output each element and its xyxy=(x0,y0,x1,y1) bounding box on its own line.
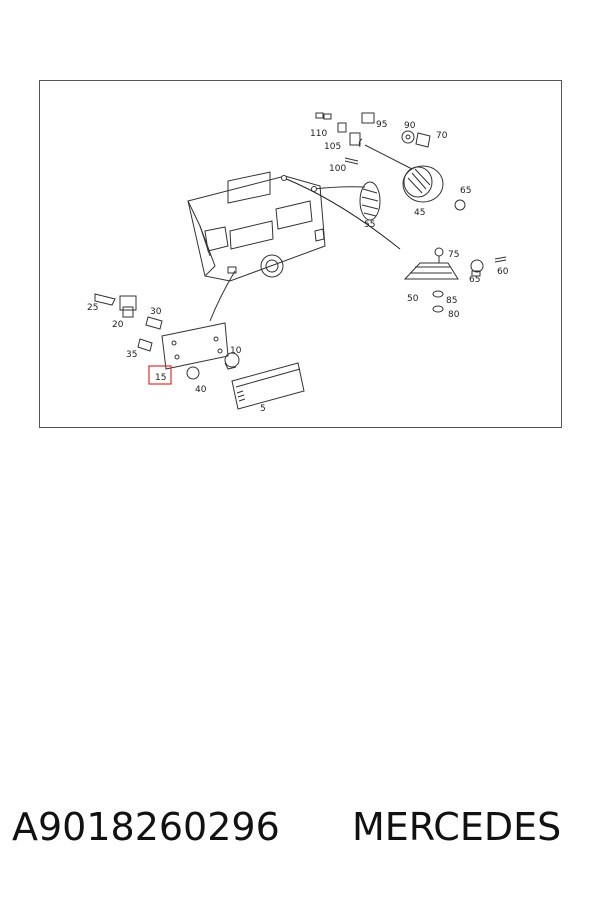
callout-5: 5 xyxy=(260,404,266,414)
round-lamp-part xyxy=(358,138,444,203)
callout-80: 80 xyxy=(448,310,460,320)
callout-70: 70 xyxy=(436,131,448,141)
marker-lamp-lens-part xyxy=(231,362,305,410)
callout-105: 105 xyxy=(324,142,341,152)
callout-60: 60 xyxy=(497,267,509,277)
callout-55: 55 xyxy=(364,220,375,230)
callout-50: 50 xyxy=(407,294,419,304)
callout-100: 100 xyxy=(329,164,346,174)
callout-25: 25 xyxy=(87,303,98,313)
lamp-grille-part xyxy=(359,181,381,221)
part-info-bar: A9018260296 MERCEDES xyxy=(0,805,600,865)
highlight-box-15 xyxy=(148,365,172,385)
marker-lamp-base-part xyxy=(161,322,240,370)
dome-lamp-part xyxy=(403,247,507,313)
callout-110: 110 xyxy=(310,129,327,139)
exploded-parts-diagram: 110 95 90 70 105 100 65 45 55 75 60 65 5… xyxy=(87,112,509,414)
callout-labels: 110 95 90 70 105 100 65 45 55 75 60 65 5… xyxy=(87,120,509,414)
van-illustration xyxy=(187,171,326,282)
brand-name: MERCEDES xyxy=(352,805,562,849)
callout-40: 40 xyxy=(195,385,207,395)
callout-90: 90 xyxy=(404,121,416,131)
part-number: A9018260296 xyxy=(12,805,280,849)
callout-45: 45 xyxy=(414,208,425,218)
callout-30: 30 xyxy=(150,307,162,317)
callout-15-highlighted: 15 xyxy=(155,373,166,383)
callout-20: 20 xyxy=(112,320,124,330)
callout-65-top: 65 xyxy=(460,186,471,196)
callout-35: 35 xyxy=(126,350,137,360)
callout-75: 75 xyxy=(448,250,459,260)
callout-65-right: 65 xyxy=(469,275,480,285)
callout-10: 10 xyxy=(230,346,242,356)
parts-diagram-frame: 110 95 90 70 105 100 65 45 55 75 60 65 5… xyxy=(39,80,562,428)
callout-85: 85 xyxy=(446,296,457,306)
callout-95: 95 xyxy=(376,120,387,130)
